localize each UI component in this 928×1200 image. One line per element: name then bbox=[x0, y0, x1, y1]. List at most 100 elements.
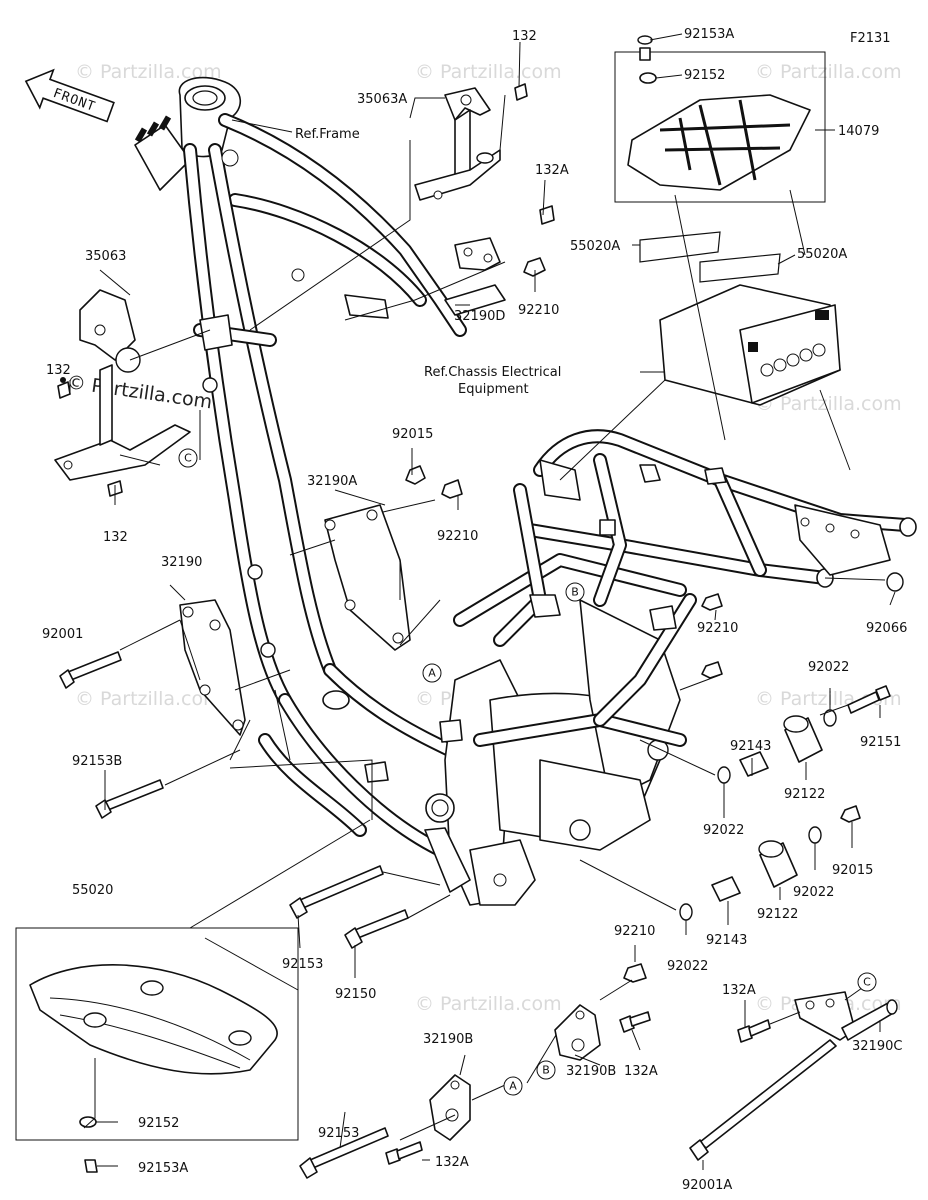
spacer-92122-a bbox=[783, 715, 823, 763]
label-92122: 92122 bbox=[757, 907, 798, 922]
watermark: © Partzilla.com bbox=[415, 61, 562, 83]
svg-text:B: B bbox=[571, 586, 579, 599]
label-32190D: 32190D bbox=[454, 309, 505, 324]
label-92022: 92022 bbox=[703, 823, 744, 838]
bracket-32190A bbox=[324, 465, 463, 651]
figure-code: F2131 bbox=[850, 31, 891, 46]
label-132A: 132A bbox=[535, 163, 569, 178]
label-92210: 92210 bbox=[697, 621, 738, 636]
bolt-132A-bottom bbox=[385, 1141, 423, 1165]
bracket-32190B-right bbox=[554, 1004, 601, 1061]
label-92210: 92210 bbox=[518, 303, 559, 318]
label-92153: 92153 bbox=[318, 1126, 359, 1141]
label-92150: 92150 bbox=[335, 987, 376, 1002]
watermark: © Partzilla.com bbox=[75, 688, 222, 710]
svg-text:A: A bbox=[509, 1080, 517, 1093]
label-92153B: 92153B bbox=[72, 754, 122, 769]
cap-92066 bbox=[886, 572, 904, 592]
bolt-92153-a bbox=[289, 865, 384, 919]
front-arrow-icon: FRONT bbox=[24, 68, 115, 123]
label-92210: 92210 bbox=[614, 924, 655, 939]
label-32190A: 32190A bbox=[307, 474, 357, 489]
label-92022: 92022 bbox=[667, 959, 708, 974]
label-35063A: 35063A bbox=[357, 92, 407, 107]
label-92122: 92122 bbox=[784, 787, 825, 802]
nut-92210-d bbox=[623, 963, 647, 983]
bolt-92153-b bbox=[299, 1127, 389, 1179]
bracket-32190D bbox=[444, 205, 555, 316]
bolt-132A-mid bbox=[619, 1011, 651, 1033]
battery-straps-55020A bbox=[639, 231, 781, 283]
leader-lines bbox=[69, 33, 896, 1170]
bracket-32190B-left bbox=[429, 1074, 471, 1141]
label-92143: 92143 bbox=[706, 933, 747, 948]
label-92152: 92152 bbox=[138, 1116, 179, 1131]
collar-92143-b bbox=[711, 876, 741, 902]
callout-A-lower: A bbox=[503, 1076, 523, 1096]
label-92153A: 92153A bbox=[684, 27, 734, 42]
callout-B-main: B bbox=[565, 582, 585, 602]
label-92153: 92153 bbox=[282, 957, 323, 972]
washer-92022-c bbox=[808, 826, 822, 844]
label-32190C: 32190C bbox=[852, 1039, 902, 1054]
label-92001: 92001 bbox=[42, 627, 83, 642]
label-92152: 92152 bbox=[684, 68, 725, 83]
ref-chassis-label-line1: Ref.Chassis Electrical bbox=[424, 365, 561, 380]
skid-plate-55020 bbox=[15, 927, 299, 1173]
watermark: © Partzilla.com bbox=[415, 993, 562, 1015]
label-132: 132 bbox=[512, 29, 537, 44]
svg-text:C: C bbox=[184, 452, 192, 465]
collar-92143-a bbox=[739, 751, 769, 777]
bracket-35063A bbox=[414, 83, 528, 201]
bracket-35063 bbox=[54, 289, 191, 481]
label-92151: 92151 bbox=[860, 735, 901, 750]
svg-text:A: A bbox=[428, 667, 436, 680]
spacer-92122-b bbox=[758, 840, 798, 888]
label-92015: 92015 bbox=[392, 427, 433, 442]
label-92210: 92210 bbox=[437, 529, 478, 544]
washer-92022-d bbox=[679, 903, 693, 921]
bolt-92151 bbox=[847, 685, 891, 714]
label-14079: 14079 bbox=[838, 124, 879, 139]
bracket-32190 bbox=[179, 599, 246, 736]
ref-chassis-label-line2: Equipment bbox=[458, 382, 529, 397]
label-92001A: 92001A bbox=[682, 1178, 732, 1193]
battery-cover-14079 bbox=[614, 35, 826, 203]
label-55020A: 55020A bbox=[797, 247, 847, 262]
watermark: © Partzilla.com bbox=[755, 61, 902, 83]
label-32190B: 32190B bbox=[566, 1064, 616, 1079]
battery bbox=[659, 284, 841, 406]
callout-A-main: A bbox=[422, 663, 442, 683]
bracket-32190C bbox=[794, 991, 898, 1041]
label-132A: 132A bbox=[624, 1064, 658, 1079]
callout-C-main: C bbox=[178, 448, 198, 468]
nut-92015-b bbox=[840, 805, 861, 823]
main-frame bbox=[134, 76, 917, 906]
label-92153A: 92153A bbox=[138, 1161, 188, 1176]
callout-B-lower: B bbox=[536, 1060, 556, 1080]
label-35063: 35063 bbox=[85, 249, 126, 264]
label-92022: 92022 bbox=[808, 660, 849, 675]
callout-C-lower: C bbox=[857, 972, 877, 992]
ref-frame-label: Ref.Frame bbox=[295, 127, 360, 142]
label-132: 132 bbox=[103, 530, 128, 545]
part-labels: Ref.Frame Ref.Chassis Electrical Equipme… bbox=[42, 27, 907, 1193]
bolt-92153B bbox=[95, 779, 164, 819]
bolt-92001 bbox=[59, 651, 122, 689]
svg-text:B: B bbox=[542, 1064, 550, 1077]
label-132A: 132A bbox=[435, 1155, 469, 1170]
bolt-92150 bbox=[344, 909, 409, 949]
watermark: © Partzilla.com bbox=[755, 393, 902, 415]
bolt-92001A bbox=[689, 1039, 837, 1161]
nut-92210-c bbox=[701, 593, 723, 611]
label-132: 132 bbox=[46, 363, 71, 378]
watermark-dark: © Partzilla.com bbox=[65, 371, 213, 413]
label-92066: 92066 bbox=[866, 621, 907, 636]
label-32190B: 32190B bbox=[423, 1032, 473, 1047]
label-92143: 92143 bbox=[730, 739, 771, 754]
label-55020A: 55020A bbox=[570, 239, 620, 254]
svg-text:C: C bbox=[863, 976, 871, 989]
watermark: © Partzilla.com bbox=[75, 61, 222, 83]
bolt-132A-right bbox=[737, 1019, 771, 1043]
